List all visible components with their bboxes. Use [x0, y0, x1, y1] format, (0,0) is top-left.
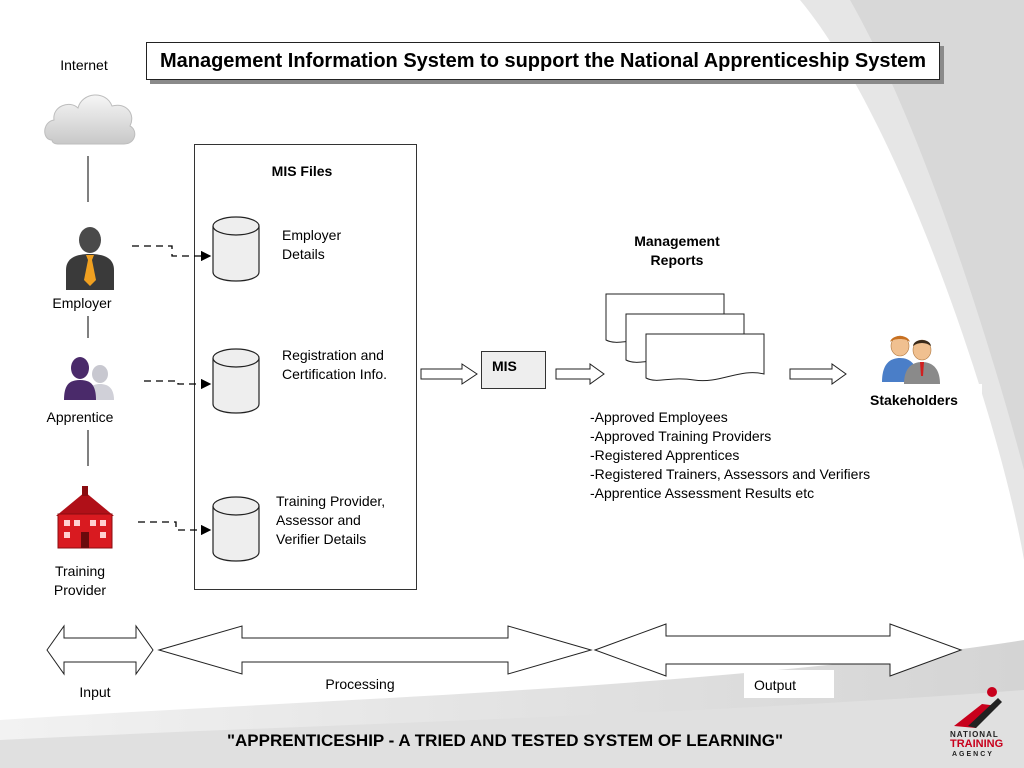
logo-text-national: NATIONAL: [950, 730, 999, 739]
nta-logo-icon: [954, 687, 1002, 728]
report-list: -Approved Employees -Approved Training P…: [590, 408, 910, 503]
report-item: -Apprentice Assessment Results etc: [590, 485, 815, 501]
management-reports-heading: Management Reports: [634, 233, 720, 268]
footer-tagline: "APPRENTICESHIP - A TRIED AND TESTED SYS…: [226, 731, 784, 750]
cloud-icon: [44, 94, 136, 145]
report-item: -Approved Employees: [590, 409, 728, 425]
mis-box: MIS: [481, 351, 546, 389]
registration-database-icon: [212, 348, 260, 414]
input-stage-label: Input: [79, 684, 111, 700]
mis-files-heading: MIS Files: [271, 163, 333, 179]
employer-label: Employer: [52, 295, 112, 311]
stakeholders-icon: [882, 335, 940, 384]
report-item: -Approved Training Providers: [590, 428, 772, 444]
output-stage-label: Output: [754, 677, 797, 693]
stakeholders-box: [864, 384, 982, 416]
stakeholders-label: Stakeholders: [870, 392, 958, 408]
apprentice-label: Apprentice: [46, 409, 114, 425]
logo-text-training: TRAINING: [950, 738, 1004, 750]
training-provider-icon: [56, 486, 114, 549]
reports-document-icon: [605, 293, 765, 382]
processing-stage-label: Processing: [325, 676, 395, 692]
registration-info-label: Registration and Certification Info.: [282, 347, 388, 382]
employer-database-icon: [212, 216, 260, 282]
output-stage-box: [744, 670, 834, 698]
apprentice-icon: [64, 357, 114, 400]
report-item: -Registered Apprentices: [590, 447, 740, 463]
logo-text-agency: AGENCY: [952, 751, 994, 758]
employer-icon: [66, 227, 114, 290]
provider-details-label: Training Provider, Assessor and Verifier…: [276, 493, 386, 547]
training-provider-label: Training Provider: [53, 563, 107, 598]
provider-database-icon: [212, 496, 260, 562]
internet-label: Internet: [60, 57, 108, 73]
page-title: Management Information System to support…: [146, 42, 940, 80]
employer-details-label: Employer Details: [282, 227, 342, 262]
report-item: -Registered Trainers, Assessors and Veri…: [590, 466, 871, 482]
